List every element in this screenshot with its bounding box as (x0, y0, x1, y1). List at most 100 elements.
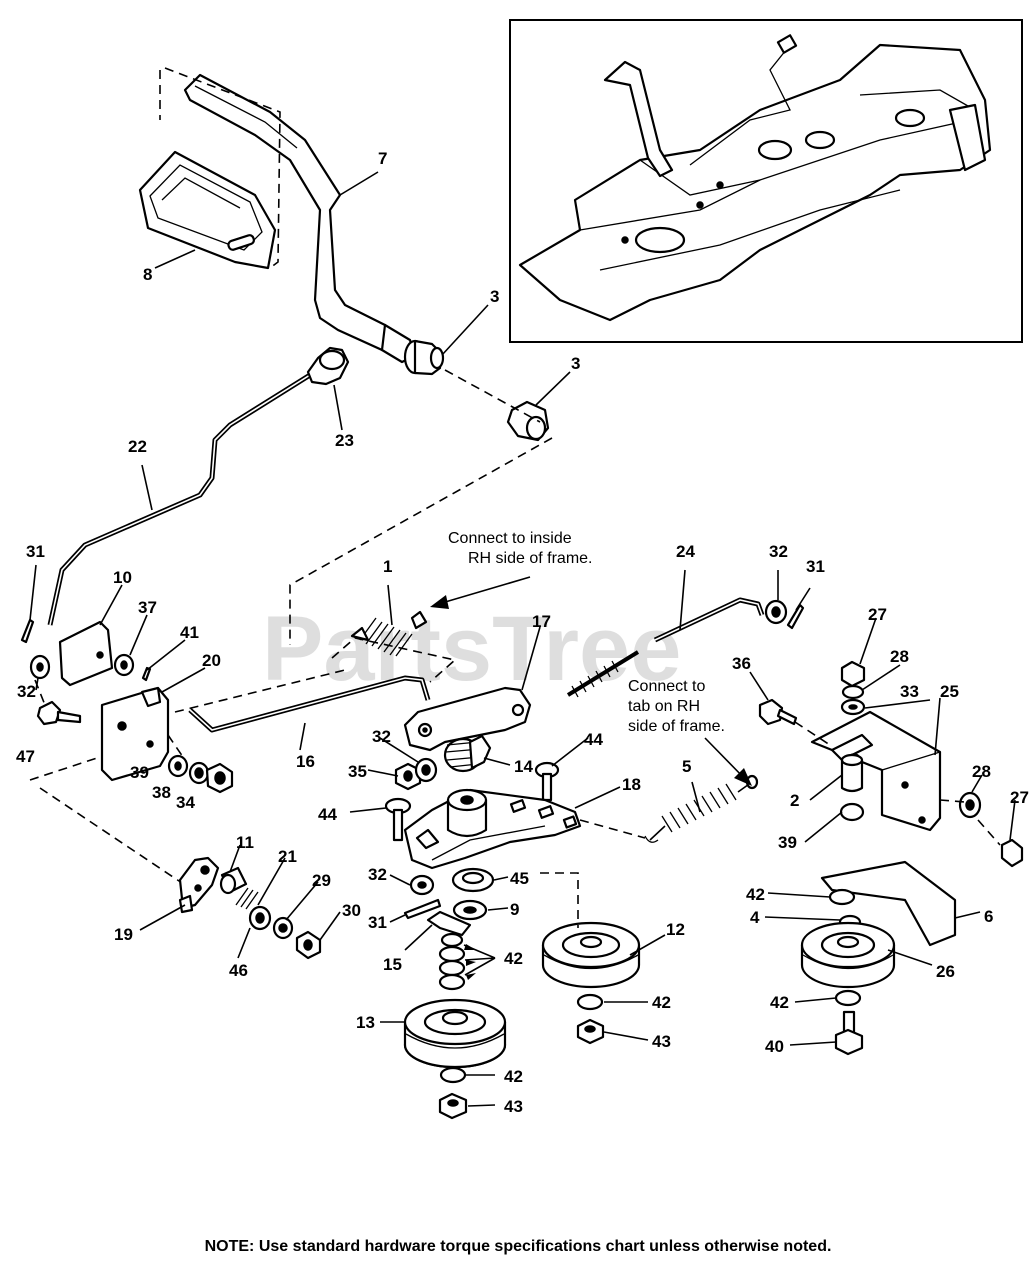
callout-8: 8 (143, 265, 152, 284)
callout-20: 20 (202, 651, 221, 670)
spring-1 (350, 610, 428, 657)
callout-3-upper: 3 (490, 287, 499, 306)
callout-17: 17 (532, 612, 551, 631)
callout-23: 23 (335, 431, 354, 450)
callout-39-right: 39 (778, 833, 797, 852)
callout-22: 22 (128, 437, 147, 456)
note-tab-rh-line3: side of frame. (628, 718, 725, 735)
callout-14: 14 (514, 757, 533, 776)
nut-43-lower-center (438, 1092, 468, 1120)
callout-36: 36 (732, 654, 751, 673)
callout-39-left: 39 (130, 763, 149, 782)
callout-15: 15 (383, 955, 402, 974)
cotter-pin-31 (20, 618, 35, 644)
callout-40: 40 (765, 1037, 784, 1056)
callout-38: 38 (152, 783, 171, 802)
callout-13: 13 (356, 1013, 375, 1032)
callout-41: 41 (180, 623, 199, 642)
callout-25: 25 (940, 682, 959, 701)
washer-32-left (29, 654, 51, 680)
callout-12: 12 (666, 920, 685, 939)
lever-19 (178, 856, 220, 914)
washer-42-right (828, 888, 856, 906)
callout-46: 46 (229, 961, 248, 980)
nut-34 (205, 762, 234, 794)
idler-arm-18 (403, 788, 582, 870)
callout-44-left: 44 (318, 805, 337, 824)
bushing-upper (403, 339, 445, 376)
washer-42-lower-center (439, 1066, 467, 1084)
callout-31-left: 31 (26, 542, 45, 561)
callout-7: 7 (378, 149, 387, 168)
lever-15 (426, 910, 472, 937)
knob-23 (306, 346, 350, 386)
bolt-44-left (384, 797, 412, 842)
callout-6: 6 (984, 907, 993, 926)
bolt-40 (834, 1010, 864, 1056)
callout-18: 18 (622, 775, 641, 794)
note-tab-rh-line1: Connect to (628, 678, 705, 695)
callout-1: 1 (383, 557, 392, 576)
spring-5 (644, 774, 759, 843)
callout-32-left: 32 (17, 682, 36, 701)
callout-30: 30 (342, 901, 361, 920)
callout-43-pulley-12: 43 (652, 1032, 671, 1051)
pulley-13 (403, 998, 507, 1069)
callout-42-pulley-12: 42 (652, 993, 671, 1012)
callout-31-center: 31 (368, 913, 387, 932)
spacer-stack-42 (438, 932, 466, 991)
callout-47: 47 (16, 747, 35, 766)
washer-32-right (764, 599, 788, 625)
nut-43-pulley-12 (576, 1018, 605, 1045)
inset-frame-view (509, 19, 1023, 343)
cotter-pin-31-right (786, 603, 805, 630)
bushing-lower (506, 400, 550, 442)
washer-28-right (958, 791, 982, 819)
washer-32-center (414, 757, 438, 783)
callout-43-lower-center: 43 (504, 1097, 523, 1116)
note-inside-rh-line1: Connect to inside (448, 530, 572, 547)
washer-28-top (841, 684, 865, 700)
pedal-pad (138, 150, 277, 270)
callout-32-center: 32 (372, 727, 391, 746)
callout-44-right: 44 (584, 730, 603, 749)
spring-14 (443, 734, 492, 773)
washer-39-right (839, 802, 865, 822)
callout-11: 11 (236, 833, 254, 852)
callout-16: 16 (296, 752, 315, 771)
lever-17 (403, 686, 532, 752)
callout-33: 33 (900, 682, 919, 701)
callout-32-right: 32 (769, 542, 788, 561)
spring-21 (235, 887, 259, 910)
bracket-20 (100, 686, 170, 782)
washer-39-left (167, 754, 189, 778)
callout-37: 37 (138, 598, 157, 617)
washer-46 (248, 905, 272, 931)
pulley-12 (541, 921, 641, 989)
pulley-26 (800, 921, 896, 989)
keeper-9 (452, 899, 488, 921)
spacer-11 (219, 866, 248, 895)
note-tab-rh-line2: tab on RH (628, 698, 700, 715)
bracket-10 (58, 620, 114, 687)
footer-note: NOTE: Use standard hardware torque speci… (204, 1238, 832, 1255)
washer-42-bottom-right (834, 989, 862, 1007)
callout-9: 9 (510, 900, 519, 919)
idler-pulley-center (446, 788, 488, 838)
callout-42-bottom-right: 42 (770, 993, 789, 1012)
callout-42-stack: 42 (504, 949, 523, 968)
leader-lines (29, 171, 1016, 1107)
callout-31-right: 31 (806, 557, 825, 576)
nut-35 (394, 762, 422, 791)
bracket-25 (810, 710, 942, 832)
callout-29: 29 (312, 871, 331, 890)
washer-42-pulley-12 (576, 993, 604, 1011)
callout-3-lower: 3 (571, 354, 580, 373)
callout-42-lower-center: 42 (504, 1067, 523, 1086)
rod-16 (188, 675, 431, 733)
rod-22 (47, 367, 320, 626)
note-inside-rh-line2: RH side of frame. (468, 550, 592, 567)
callout-24: 24 (676, 542, 695, 561)
washer-33 (840, 698, 866, 716)
